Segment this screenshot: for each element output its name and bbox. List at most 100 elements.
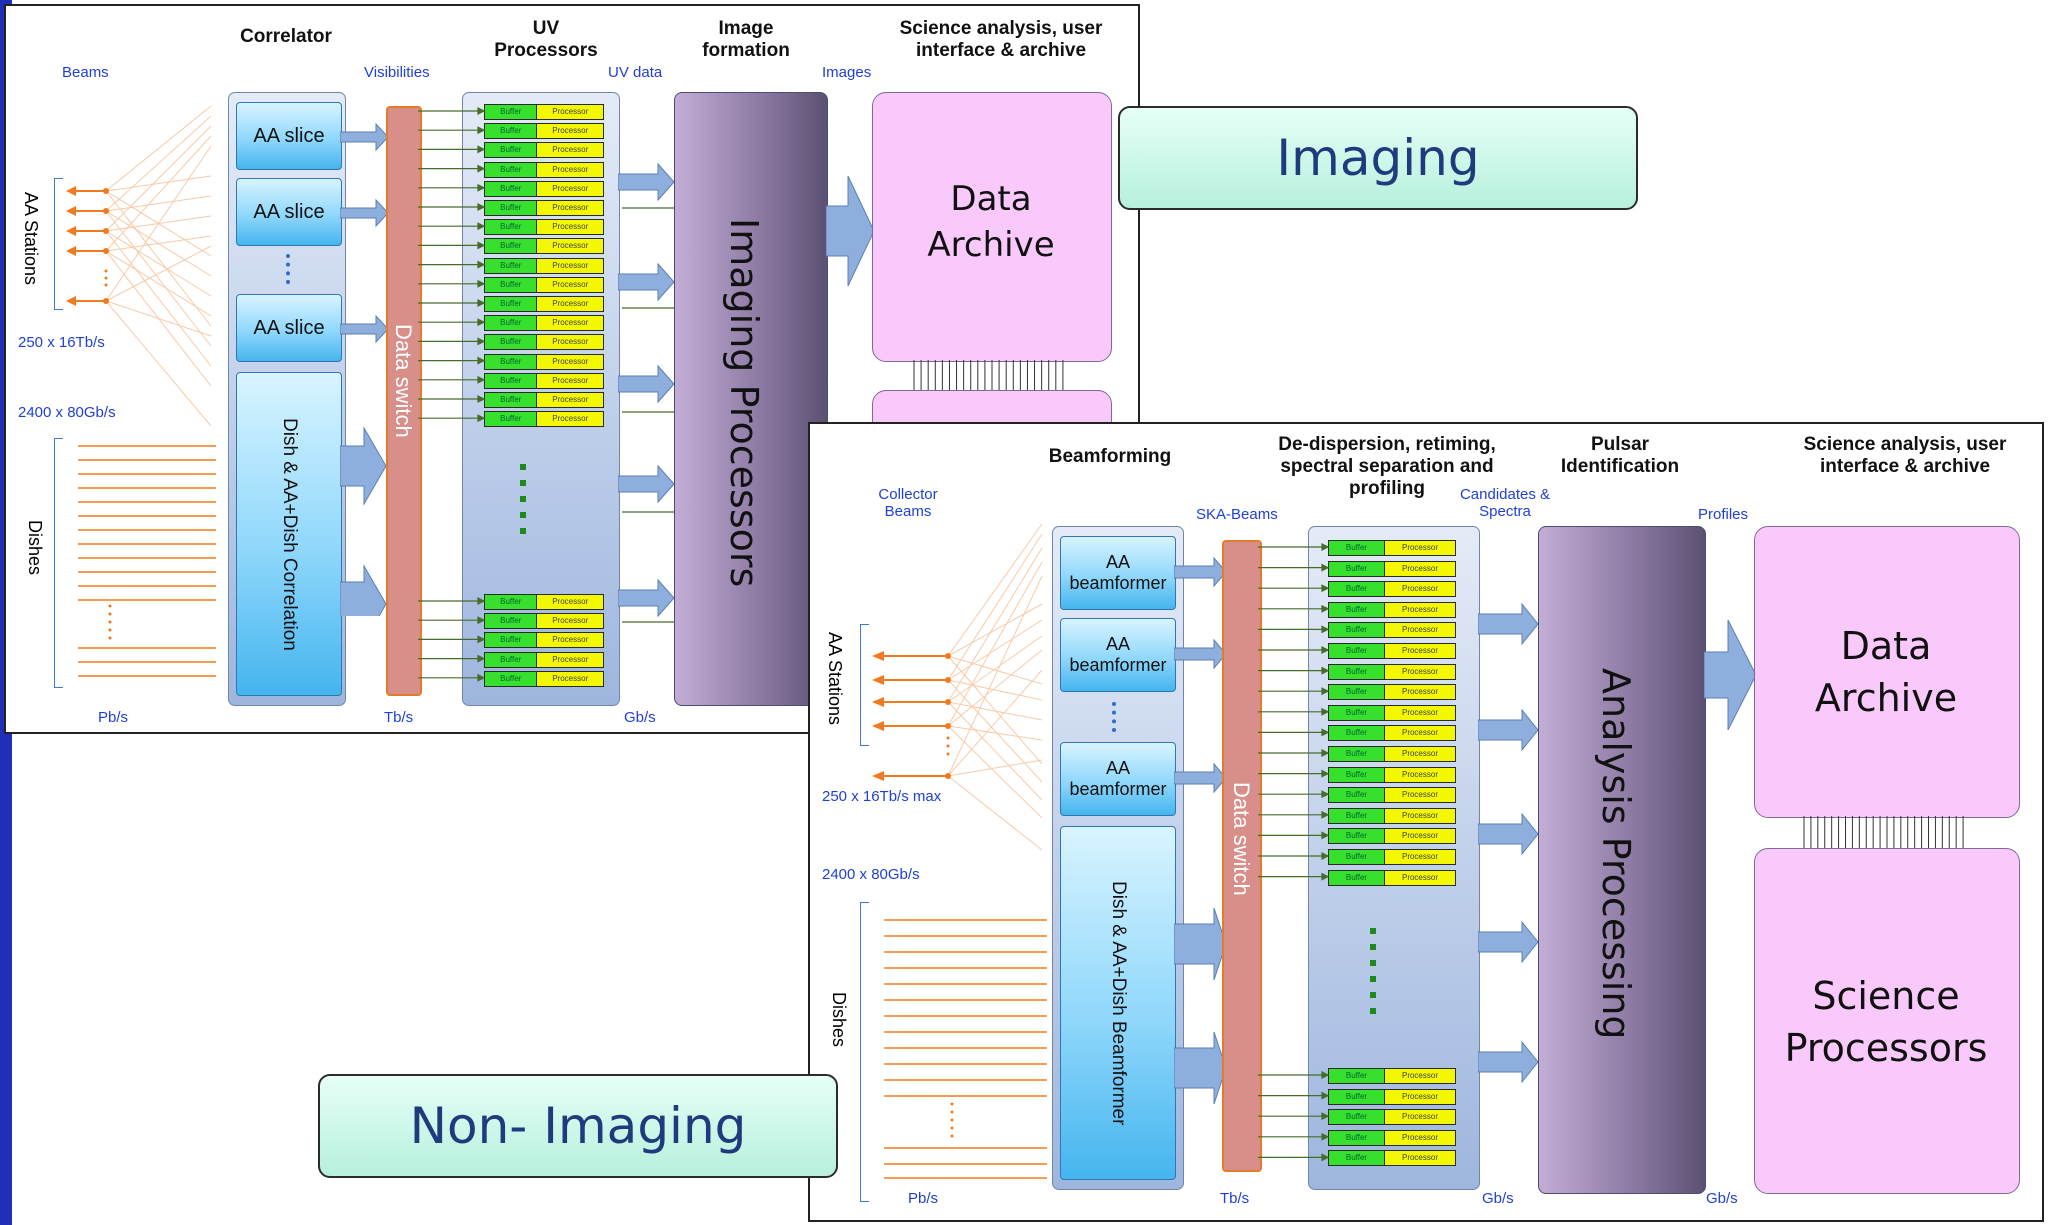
buffer-cell: Buffer <box>485 143 538 158</box>
ni-dish-bracket <box>860 902 869 1202</box>
processor-cell: Processor <box>1385 685 1455 700</box>
processor-cell: Processor <box>537 393 603 407</box>
processor-cell: Processor <box>1385 747 1455 761</box>
buffer-cell: Buffer <box>1329 788 1385 803</box>
label-rate-aa: 250 x 16Tb/s <box>18 334 105 351</box>
aa-slice-1: AA slice <box>236 102 342 170</box>
buffer-cell: Buffer <box>485 239 538 254</box>
aa-beamformer-3: AA beamformer <box>1060 742 1176 816</box>
processor-cell: Processor <box>1385 705 1455 720</box>
buffer-cell: Buffer <box>485 105 538 119</box>
header-dedispersion: De-dispersion, retiming, spectral separa… <box>1278 434 1496 499</box>
buffer-cell: Buffer <box>1329 1110 1385 1125</box>
ni-aa-bracket <box>860 624 869 746</box>
processor-cell: Processor <box>1385 1151 1455 1166</box>
processor-cell: Processor <box>1385 870 1455 885</box>
header-pulsar: Pulsar Identification <box>1560 434 1680 477</box>
label-candidates: Candidates & Spectra <box>1459 486 1551 520</box>
processor-cell: Processor <box>537 162 603 177</box>
buffer-cell: Buffer <box>1329 685 1385 700</box>
buffer-cell: Buffer <box>1329 582 1385 597</box>
buffer-cell: Buffer <box>485 220 538 235</box>
buffer-cell: Buffer <box>485 595 538 609</box>
science-processors <box>1754 848 2020 1194</box>
buffer-cell: Buffer <box>1329 850 1385 864</box>
ni-data-switch <box>1222 540 1262 1172</box>
dedispersion-ellipsis <box>1370 928 1376 1024</box>
processor-cell: Processor <box>537 633 603 648</box>
processor-cell: Processor <box>1385 561 1455 576</box>
unit-tb: Tb/s <box>384 709 414 726</box>
processor-cell: Processor <box>1385 767 1455 782</box>
processor-cell: Processor <box>537 258 603 273</box>
processor-cell: Processor <box>537 297 603 311</box>
ni-data-archive <box>1754 526 2020 818</box>
imaging-processors-label: Imaging Processors <box>722 218 766 588</box>
ni-unit-gb-1: Gb/s <box>1482 1190 1514 1207</box>
label-dishes: Dishes <box>25 520 45 576</box>
header-science: Science analysis, user interface & archi… <box>899 18 1103 61</box>
buffer-cell: Buffer <box>1329 747 1385 761</box>
processor-cell: Processor <box>1385 541 1455 555</box>
uv-ellipsis <box>520 464 526 544</box>
processor-cell: Processor <box>537 143 603 158</box>
processor-cell: Processor <box>537 201 603 215</box>
data-switch-label: Data switch <box>391 324 416 438</box>
buffer-cell: Buffer <box>485 297 538 311</box>
buffer-cell: Buffer <box>485 258 538 273</box>
header-correlator: Correlator <box>240 26 332 47</box>
processor-cell: Processor <box>1385 623 1455 638</box>
science-processors-label: Science Processors <box>1784 974 1988 1070</box>
dish-beamformer: Dish & AA+Dish Beamformer <box>1060 826 1176 1180</box>
label-aa-stations: AA Stations <box>21 192 41 286</box>
processor-cell: Processor <box>537 220 603 235</box>
label-ska-beams: SKA-Beams <box>1196 506 1278 523</box>
analysis-processing <box>1538 526 1706 1194</box>
buffer-cell: Buffer <box>485 124 538 139</box>
slice-ellipsis <box>286 254 294 284</box>
processor-cell: Processor <box>1385 1089 1455 1104</box>
archive-connectors <box>913 360 1064 394</box>
dish-bracket <box>54 438 63 688</box>
buffer-cell: Buffer <box>485 652 538 667</box>
processor-cell: Processor <box>537 277 603 292</box>
label-images: Images <box>822 64 872 81</box>
label-uv-data: UV data <box>608 64 663 81</box>
processor-cell: Processor <box>537 614 603 629</box>
ni-unit-gb-2: Gb/s <box>1706 1190 1738 1207</box>
processor-cell: Processor <box>1385 788 1455 803</box>
ni-fan-out-lines <box>872 523 1047 1179</box>
aa-beamformer-1: AA beamformer <box>1060 536 1176 610</box>
ni-data-archive-label: Data Archive <box>1814 624 1958 720</box>
buffer-cell: Buffer <box>1329 808 1385 823</box>
processor-cell: Processor <box>537 316 603 331</box>
buffer-cell: Buffer <box>1329 541 1385 555</box>
buffer-cell: Buffer <box>1329 1089 1385 1104</box>
header-uv-processors: UV Processors <box>494 18 598 61</box>
header-image-formation: Image formation <box>702 18 790 61</box>
processor-cell: Processor <box>537 671 603 686</box>
